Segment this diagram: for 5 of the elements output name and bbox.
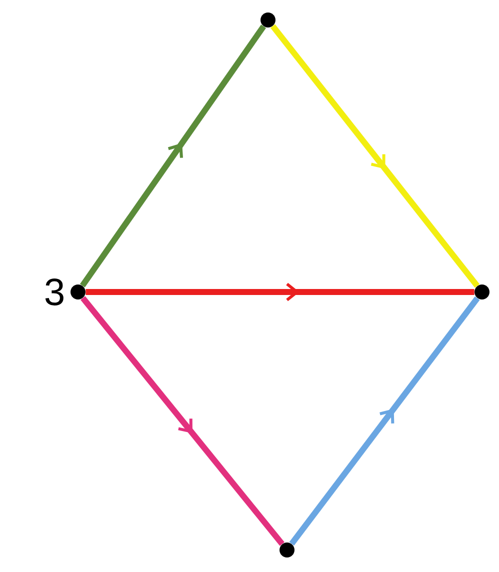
vertex-label: 3 (45, 278, 64, 306)
vertex-dot (474, 284, 490, 300)
vertex-dot (70, 284, 86, 300)
vertex-dot (280, 542, 294, 558)
vertex-dot (260, 12, 276, 28)
